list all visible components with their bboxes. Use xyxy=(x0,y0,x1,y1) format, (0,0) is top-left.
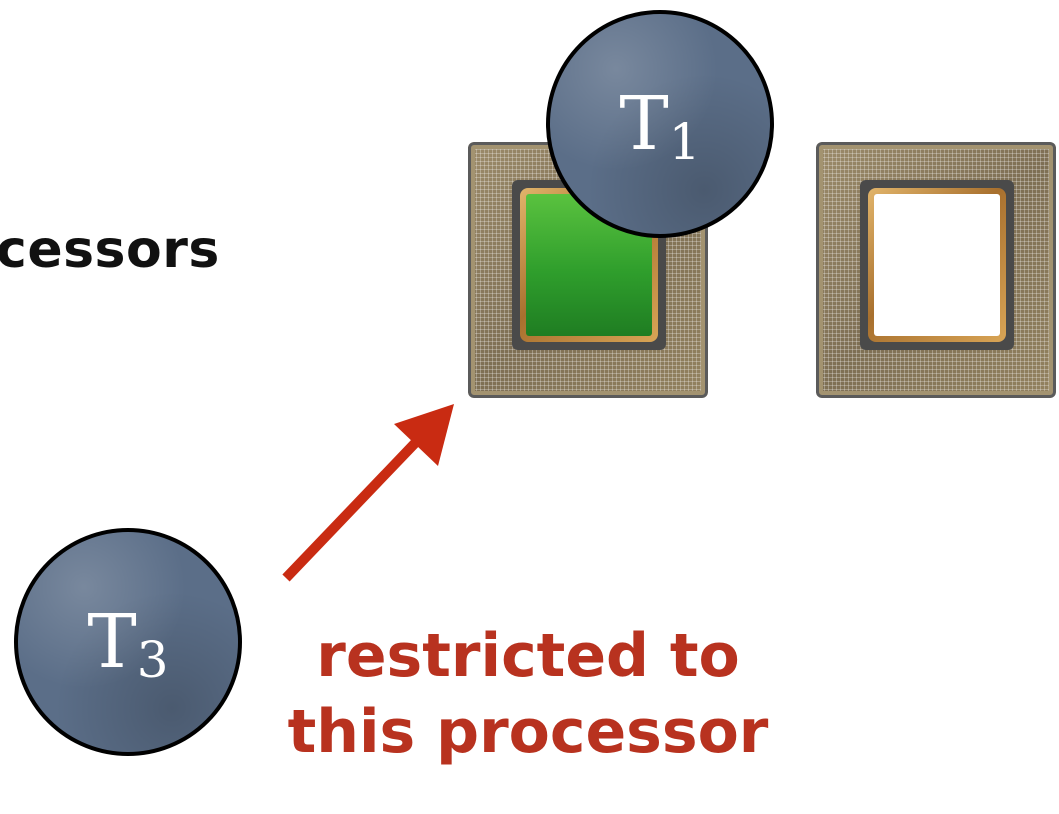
pin-arrow-head xyxy=(394,404,454,466)
caption-line-2: this processor xyxy=(287,697,769,767)
processor-2-die-idle xyxy=(874,194,1000,336)
affinity-caption: restricted to this processor xyxy=(248,618,808,770)
thread-t1-letter: T xyxy=(619,81,669,167)
processor-2-die-border xyxy=(868,188,1006,342)
processor-2-socket xyxy=(860,180,1014,350)
thread-t3: T 3 xyxy=(14,528,242,756)
caption-line-1: restricted to xyxy=(316,621,740,691)
pin-arrow-shaft xyxy=(282,436,422,582)
thread-t1-subscript: 1 xyxy=(668,113,701,171)
thread-t3-subscript: 3 xyxy=(136,631,169,689)
thread-t1: T 1 xyxy=(546,10,774,238)
processor-2 xyxy=(816,142,1056,398)
thread-t3-letter: T xyxy=(87,599,137,685)
heading-text: cessors xyxy=(0,220,220,280)
